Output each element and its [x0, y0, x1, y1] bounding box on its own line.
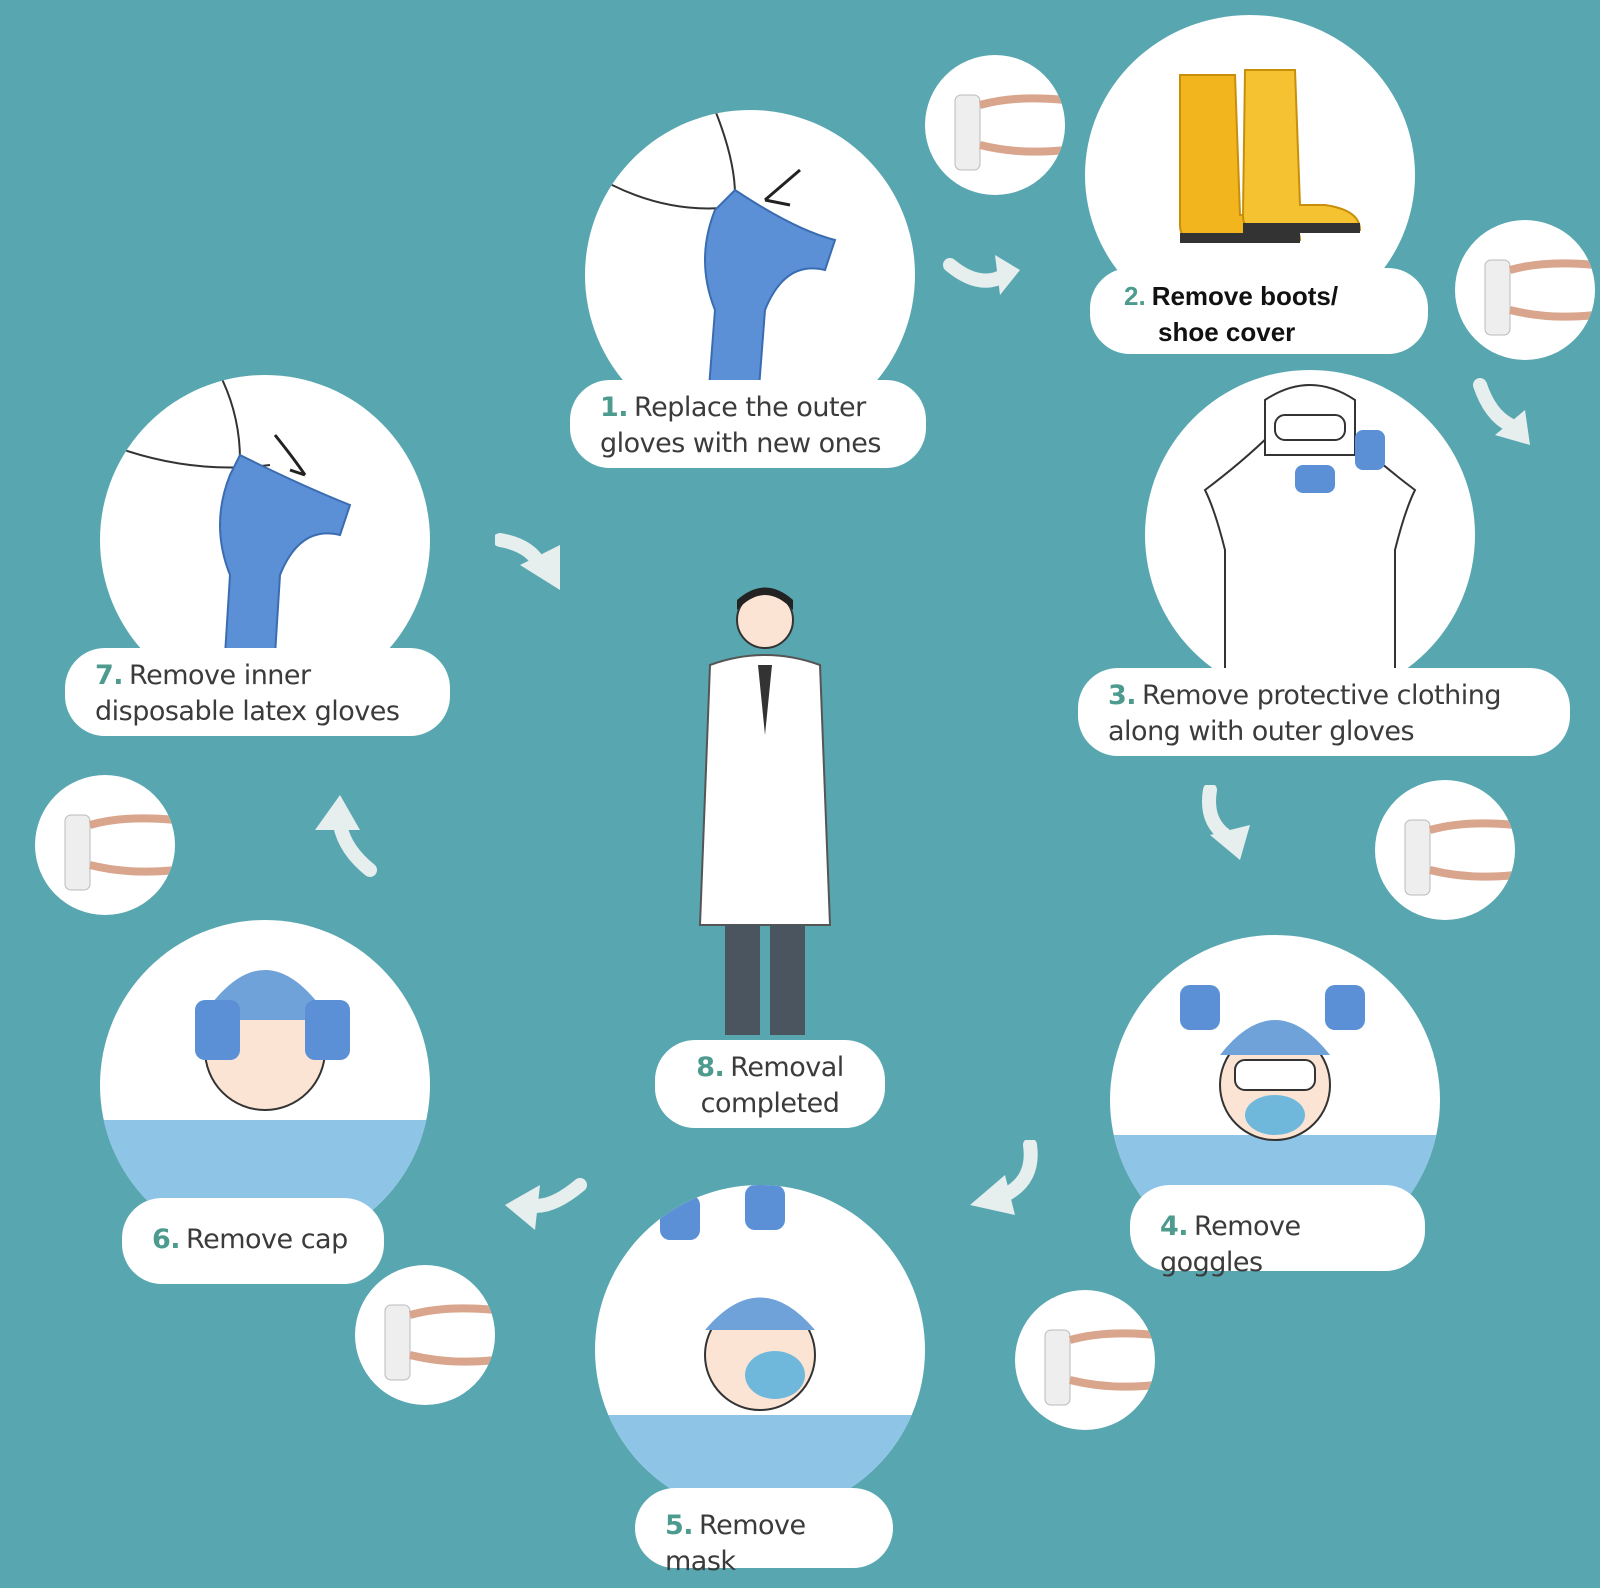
curved-arrow-icon — [960, 1140, 1050, 1230]
hand-sanitizer-icon — [35, 775, 175, 915]
doctor-illustration — [680, 575, 850, 1045]
step-number: 1. — [600, 392, 629, 423]
step-text: disposable latex gloves — [95, 696, 400, 727]
step-text: gloves with new ones — [600, 428, 881, 459]
step-text: Remove cap — [186, 1224, 348, 1255]
step-text: completed — [700, 1088, 840, 1119]
step-text: Remove boots/ — [1151, 281, 1339, 311]
inner-glove-removal-icon — [109, 375, 352, 656]
step-2-label: 2.Remove boots/ shoe cover — [1090, 268, 1428, 354]
step-text: Remove mask — [665, 1510, 806, 1577]
boots-icon — [1179, 69, 1362, 243]
step-7-label: 7.Remove inner disposable latex gloves — [65, 648, 450, 736]
step-4-label: 4.Remove goggles — [1130, 1185, 1425, 1278]
curved-arrow-icon — [495, 520, 585, 610]
step-1-label: 1.Replace the outer gloves with new ones — [570, 380, 926, 468]
step-6-label: 6.Remove cap — [122, 1198, 384, 1284]
step-text: Replace the outer — [634, 392, 866, 423]
step-3-illustration — [1145, 370, 1475, 700]
step-text: along with outer gloves — [1108, 716, 1415, 747]
hand-sanitizer-icon — [1375, 780, 1515, 920]
step-5-label: 5.Remove mask — [635, 1488, 893, 1577]
curved-arrow-icon — [300, 790, 390, 880]
curved-arrow-icon — [500, 1165, 590, 1255]
step-number: 3. — [1108, 680, 1137, 711]
step-number: 2. — [1124, 281, 1146, 311]
step-number: 6. — [152, 1224, 181, 1255]
step-text: Remove inner — [129, 660, 311, 691]
step-number: 8. — [696, 1052, 725, 1083]
step-text: Remove goggles — [1160, 1211, 1301, 1278]
doctor-icon — [698, 587, 832, 1035]
hand-sanitizer-icon — [355, 1265, 495, 1405]
curved-arrow-icon — [1470, 375, 1560, 465]
step-8-label: 8.Removal completed — [655, 1040, 885, 1128]
step-text: Removal — [730, 1052, 844, 1083]
step-number: 5. — [665, 1510, 694, 1541]
step-text: shoe cover — [1158, 317, 1296, 347]
hand-sanitizer-icon — [1015, 1290, 1155, 1430]
hand-sanitizer-icon — [1455, 220, 1595, 360]
mask-removal-icon — [595, 1185, 925, 1515]
protective-suit-icon — [1203, 384, 1417, 700]
step-number: 7. — [95, 660, 124, 691]
hand-sanitizer-icon — [925, 55, 1065, 195]
step-number: 4. — [1160, 1211, 1189, 1242]
step-text: Remove protective clothing — [1142, 680, 1501, 711]
step-5-illustration — [595, 1185, 925, 1515]
curved-arrow-icon — [940, 235, 1030, 325]
curved-arrow-icon — [1195, 785, 1285, 875]
step-3-label: 3.Remove protective clothing along with … — [1078, 668, 1570, 756]
